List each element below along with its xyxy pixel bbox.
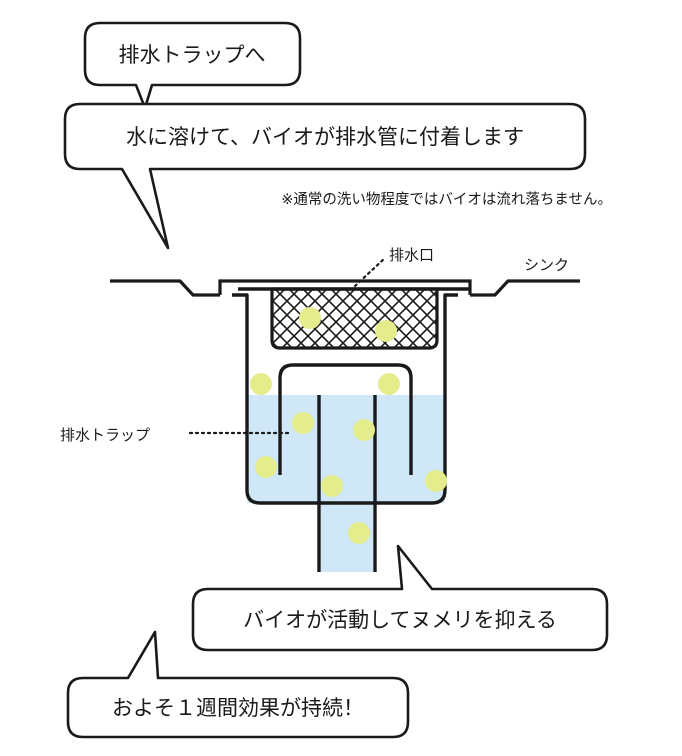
bio-particle [425,470,447,492]
callout-bubble-dissolve [63,102,587,250]
basket-strainer [270,287,439,350]
bio-particle [250,373,272,395]
trap-water [247,395,445,503]
callout-to-trap-text: 排水トラップへ [119,43,266,67]
bio-particle [255,456,277,478]
bio-particles [250,307,447,544]
label-sink: シンク [524,256,569,274]
callout-bubble-to-trap [83,21,302,110]
bio-particle [378,373,400,395]
bio-particle [353,419,375,441]
sink-surface-left [110,279,220,297]
bio-particle [375,320,397,342]
note-text: ※通常の洗い物程度ではバイオは流れ落ちません。 [281,191,612,208]
trap-body [232,293,458,505]
callout-bio-active-text: バイオが活動してヌメリを抑える [243,608,557,632]
callout-bubble-bio-active [191,544,609,652]
bio-particle [348,522,370,544]
bio-particle [321,475,343,497]
leader-drain-outlet [353,256,387,288]
callout-dissolve-text: 水に溶けて、バイオが排水管に付着します [126,125,524,149]
callout-lasts-text: およそ１週間効果が持続！ [112,696,364,720]
label-drain-trap: 排水トラップ [60,426,150,444]
label-drain-outlet: 排水口 [389,246,434,264]
callout-bubble-lasts [66,630,410,739]
sink-surface-right [470,279,580,297]
trap-bell [278,363,413,475]
bio-particle [299,307,321,329]
bio-particle [292,412,314,434]
